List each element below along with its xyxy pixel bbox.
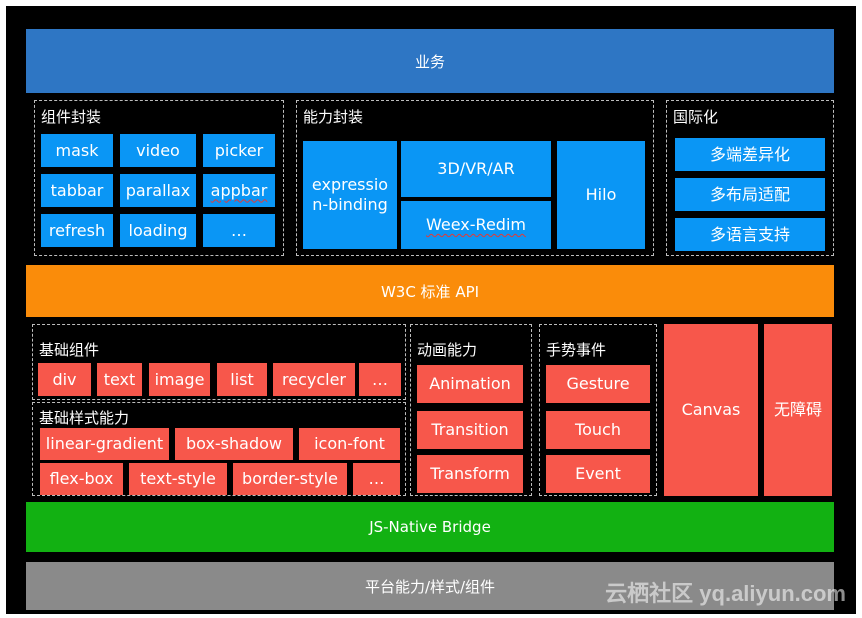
basic-component-div: div <box>38 363 91 396</box>
platform-layer: 平台能力/样式/组件 <box>26 562 834 610</box>
gesture-title: 手势事件 <box>546 341 607 359</box>
js-native-bridge-label: JS-Native Bridge <box>369 518 491 536</box>
i18n-multi-end: 多端差异化 <box>675 138 825 171</box>
capability-hilo: Hilo <box>557 141 645 249</box>
watermark: 云栖社区 yq.aliyun.com <box>605 581 846 606</box>
i18n-title: 国际化 <box>673 108 719 126</box>
w3c-api-label: W3C 标准 API <box>380 282 480 301</box>
architecture-diagram: 业务 组件封装 mask video picker tabbar paralla… <box>6 6 856 614</box>
animation-transform: Transform <box>417 455 523 493</box>
basic-component-list: list <box>217 363 267 396</box>
basic-component-more: … <box>359 363 401 396</box>
component-mask: mask <box>41 134 113 167</box>
component-loading: loading <box>120 214 196 247</box>
style-flex-box: flex-box <box>40 463 123 495</box>
component-picker: picker <box>203 134 275 167</box>
i18n-panel: 国际化 多端差异化 多布局适配 多语言支持 <box>666 100 834 256</box>
component-appbar-label: appbar <box>210 180 268 200</box>
style-border-style: border-style <box>233 463 347 495</box>
basic-components-panel: 基础组件 div text image list recycler … <box>32 324 406 400</box>
js-native-bridge-layer: JS-Native Bridge <box>26 502 834 552</box>
basic-component-recycler: recycler <box>273 363 355 396</box>
basic-component-text: text <box>97 363 142 396</box>
component-tabbar: tabbar <box>41 174 113 207</box>
accessibility-box: 无障碍 <box>764 324 832 496</box>
business-label: 业务 <box>414 52 445 71</box>
components-panel: 组件封装 mask video picker tabbar parallax a… <box>34 100 284 256</box>
style-more: … <box>353 463 400 495</box>
style-icon-font: icon-font <box>299 428 400 460</box>
capability-expression-binding: expression-binding <box>303 141 397 249</box>
basic-styles-title: 基础样式能力 <box>39 409 130 427</box>
gesture-gesture: Gesture <box>546 365 650 403</box>
component-refresh: refresh <box>41 214 113 247</box>
component-more: … <box>203 214 275 247</box>
basic-component-image: image <box>149 363 210 396</box>
canvas-box: Canvas <box>664 324 758 496</box>
animation-panel: 动画能力 Animation Transition Transform <box>410 324 532 496</box>
w3c-api-layer: W3C 标准 API <box>26 265 834 317</box>
style-box-shadow: box-shadow <box>175 428 293 460</box>
component-video: video <box>120 134 196 167</box>
basic-components-title: 基础组件 <box>39 341 100 359</box>
capability-3d-vr-ar: 3D/VR/AR <box>401 141 551 197</box>
animation-title: 动画能力 <box>417 341 478 359</box>
capabilities-panel: 能力封装 expression-binding 3D/VR/AR Weex-Re… <box>296 100 654 256</box>
business-layer: 业务 <box>26 29 834 93</box>
gesture-touch: Touch <box>546 411 650 449</box>
style-linear-gradient: linear-gradient <box>40 428 169 460</box>
basic-styles-panel: 基础样式能力 linear-gradient box-shadow icon-f… <box>32 402 406 496</box>
capability-weex-redim: Weex-Redim <box>401 201 551 249</box>
component-parallax: parallax <box>120 174 196 207</box>
capabilities-title: 能力封装 <box>303 108 364 126</box>
gesture-panel: 手势事件 Gesture Touch Event <box>539 324 657 496</box>
style-text-style: text-style <box>129 463 227 495</box>
animation-transition: Transition <box>417 411 523 449</box>
gesture-event: Event <box>546 455 650 493</box>
i18n-multi-layout: 多布局适配 <box>675 178 825 211</box>
animation-animation: Animation <box>417 365 523 403</box>
component-appbar: appbar <box>203 174 275 207</box>
capability-weex-redim-label: Weex-Redim <box>426 215 526 234</box>
components-title: 组件封装 <box>41 108 102 126</box>
i18n-multi-language: 多语言支持 <box>675 218 825 251</box>
platform-label: 平台能力/样式/组件 <box>364 577 496 596</box>
